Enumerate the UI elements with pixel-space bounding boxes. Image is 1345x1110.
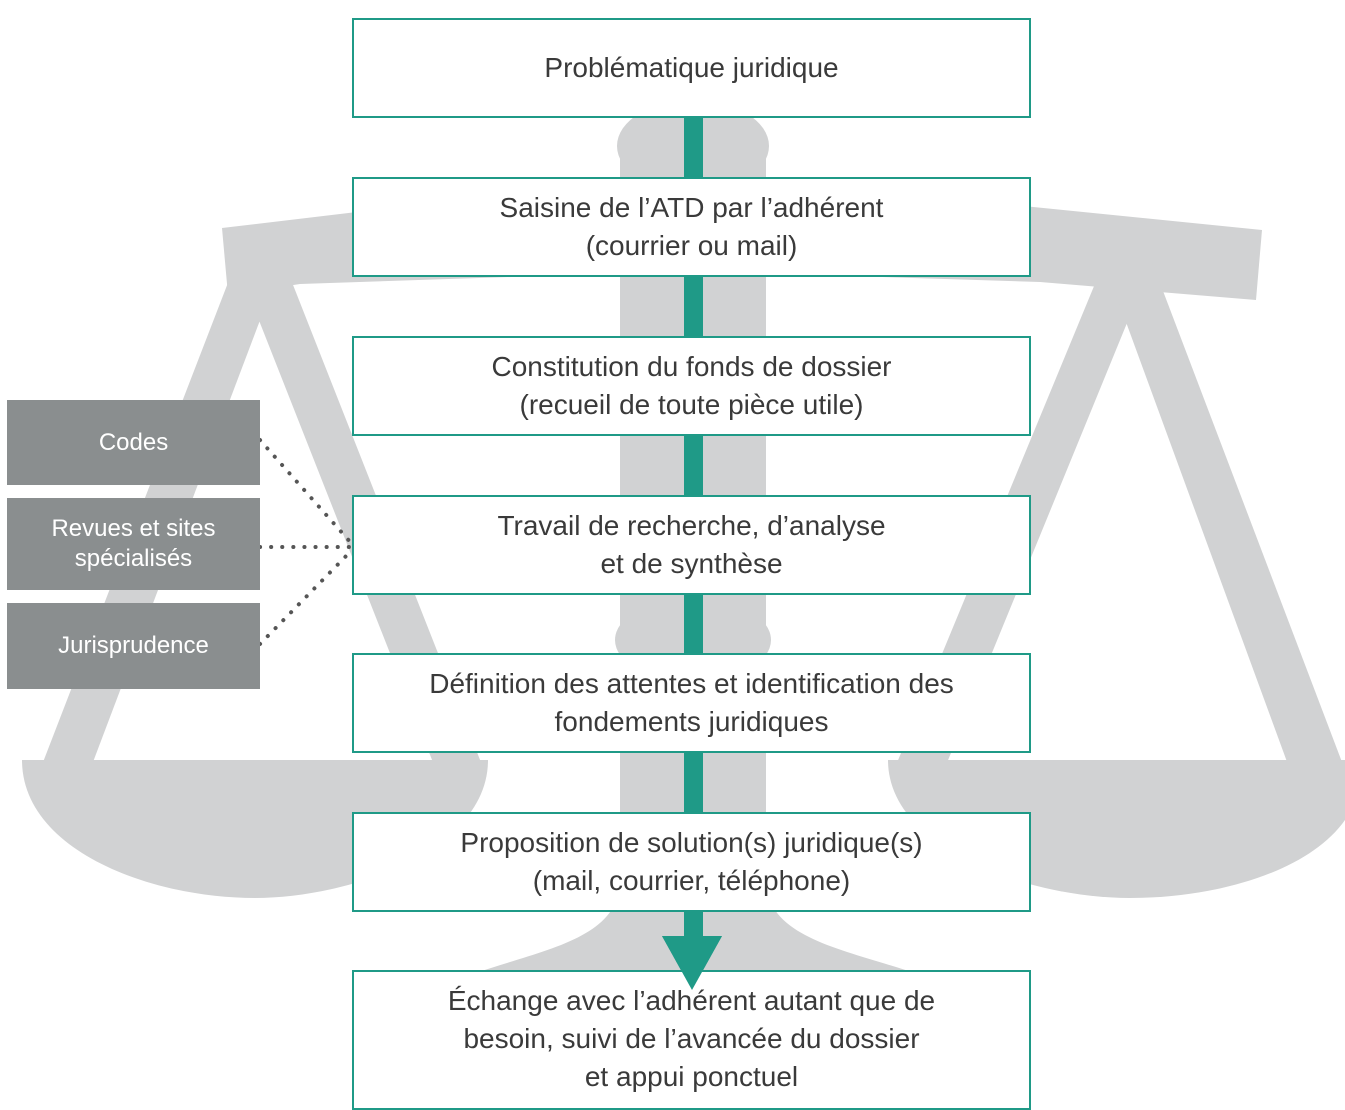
step-6-line-2: (mail, courrier, téléphone): [532, 865, 851, 896]
step-7-line-3: et appui ponctuel: [584, 1061, 799, 1092]
right-pan-arm-outer: [1104, 262, 1345, 770]
step-5-line-1: Définition des attentes et identificatio…: [429, 668, 954, 699]
step-problematique: Problématique juridique: [352, 18, 1031, 118]
connector-4: [684, 592, 703, 656]
step-5-line-2: fondements juridiques: [554, 706, 829, 737]
step-echange: Échange avec l’adhérent autant que de be…: [352, 970, 1031, 1110]
connector-5: [684, 751, 703, 815]
step-6-line-1: Proposition de solution(s) juridique(s): [460, 827, 923, 858]
step-3-line-2: (recueil de toute pièce utile): [519, 389, 864, 420]
step-proposition: Proposition de solution(s) juridique(s) …: [352, 812, 1031, 912]
step-7-line-2: besoin, suivi de l’avancée du dossier: [463, 1023, 920, 1054]
step-constitution: Constitution du fonds de dossier (recuei…: [352, 336, 1031, 436]
step-4-line-1: Travail de recherche, d’analyse: [497, 510, 886, 541]
connector-6: [684, 910, 703, 940]
step-recherche: Travail de recherche, d’analyse et de sy…: [352, 495, 1031, 595]
step-7-line-1: Échange avec l’adhérent autant que de: [447, 985, 936, 1016]
source-codes: Codes: [7, 400, 260, 485]
step-3-line-1: Constitution du fonds de dossier: [491, 351, 892, 382]
source-jurisprudence-label: Jurisprudence: [58, 632, 209, 659]
link-codes: [258, 438, 354, 546]
connector-2: [684, 275, 703, 339]
step-2-line-1: Saisine de l’ATD par l’adhérent: [499, 192, 884, 223]
step-1-line-1: Problématique juridique: [544, 52, 839, 83]
source-revues-line-2: spécialisés: [74, 545, 193, 572]
step-saisine: Saisine de l’ATD par l’adhérent (courrie…: [352, 177, 1031, 277]
step-4-line-2: et de synthèse: [600, 548, 783, 579]
source-jurisprudence: Jurisprudence: [7, 603, 260, 689]
step-definition: Définition des attentes et identificatio…: [352, 653, 1031, 753]
step-2-line-2: (courrier ou mail): [585, 230, 798, 261]
source-codes-label: Codes: [98, 428, 169, 456]
source-revues: Revues et sites spécialisés: [7, 498, 260, 590]
source-revues-line-1: Revues et sites: [51, 515, 216, 542]
connector-3: [684, 434, 703, 498]
link-jurisprudence: [258, 548, 354, 646]
connector-1: [684, 116, 703, 180]
